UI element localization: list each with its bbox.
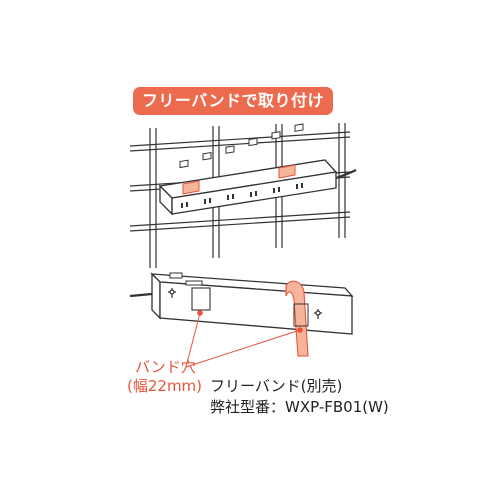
band-hole-width-label: (幅22mm) bbox=[127, 377, 203, 395]
free-band-left bbox=[182, 180, 200, 195]
free-band-model-number: 弊社型番：WXP-FB01(W) bbox=[210, 398, 389, 416]
outlet-row bbox=[181, 183, 303, 208]
free-band-product-label: フリーバンド(別売) bbox=[210, 377, 343, 395]
band-hole-right bbox=[293, 303, 309, 327]
power-cord-left bbox=[129, 292, 153, 298]
mounted-power-strip bbox=[158, 123, 357, 216]
keyhole-slot-left bbox=[168, 288, 176, 298]
mounting-method-banner: フリーバンドで取り付け bbox=[133, 87, 333, 115]
power-strip-back-view bbox=[129, 272, 354, 357]
banner-title: フリーバンドで取り付け bbox=[141, 91, 325, 110]
free-band-wrap bbox=[285, 280, 309, 357]
switch-row bbox=[179, 123, 304, 169]
power-cord bbox=[335, 169, 357, 180]
keyhole-slot-right bbox=[314, 309, 322, 319]
free-band-right bbox=[278, 164, 296, 179]
band-hole-left bbox=[191, 287, 211, 311]
band-hole-label: バンド穴 bbox=[135, 358, 196, 376]
band-hole-leader-lines bbox=[185, 312, 301, 368]
